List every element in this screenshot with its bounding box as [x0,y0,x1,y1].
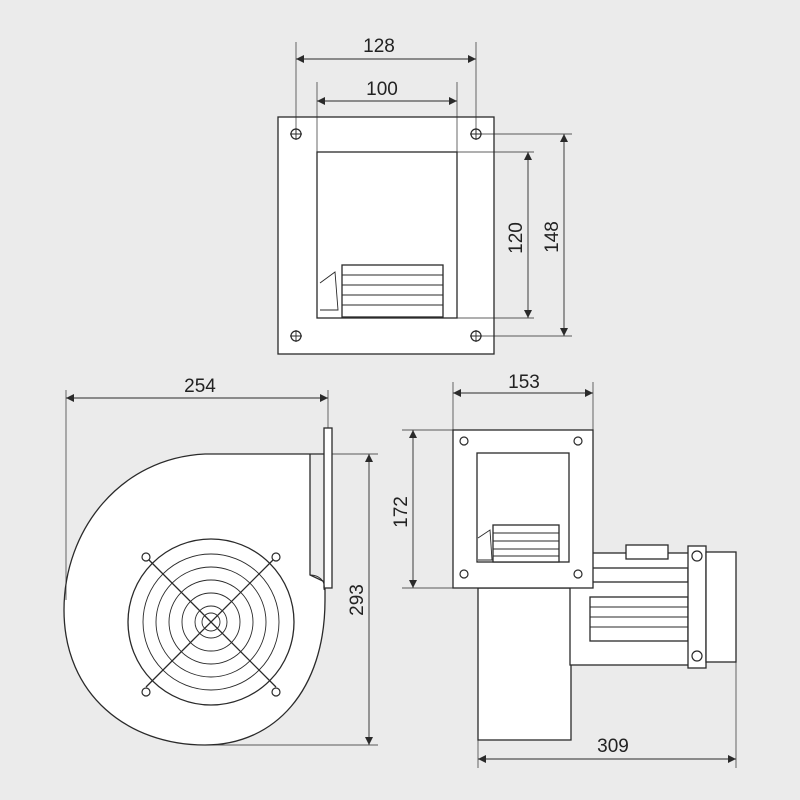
dimension-outer-width: 128 [295,36,477,134]
bolt-hole [141,687,151,697]
bolt-hole [573,436,583,446]
motor-end-cap [687,545,707,669]
motor-screw [691,550,703,562]
inlet-grille [127,538,295,706]
dimension-label-128: 128 [363,36,395,57]
dimension-label-120: 120 [506,222,527,254]
dimension-label-100: 100 [366,79,398,100]
bolt-hole [459,569,469,579]
dimension-label-148: 148 [542,221,563,253]
outlet-flange-view: 128 100 120 148 [277,36,572,355]
bolt-hole [141,552,151,562]
dimension-inner-width: 100 [316,79,458,152]
housing-body [477,587,572,741]
bolt-hole [271,687,281,697]
bolt-hole [573,569,583,579]
dimension-label-172: 172 [391,496,412,528]
dimension-label-153: 153 [508,372,540,393]
dimension-label-254: 254 [184,376,216,397]
dimension-flange-width: 153 [452,372,594,430]
front-impeller-blades [477,524,560,563]
volute-side-view: 254 293 [63,376,378,746]
dimension-label-309: 309 [597,736,629,757]
terminal-box [625,544,669,560]
fan-front-view: 153 172 309 [391,372,737,768]
dimension-outer-height: 148 [476,133,572,337]
motor [569,544,737,669]
bolt-hole [271,552,281,562]
bolt-hole [459,436,469,446]
dimension-inner-height: 120 [457,151,534,319]
dimension-total-depth: 309 [477,662,737,768]
dimension-overall-height: 293 [205,453,378,746]
dimension-flange-height: 172 [391,429,453,589]
motor-screw [691,650,703,662]
outlet-flange-edge [323,427,333,589]
dimension-overall-length: 254 [65,376,329,600]
impeller-blades [319,264,444,318]
dimension-label-293: 293 [347,584,368,616]
